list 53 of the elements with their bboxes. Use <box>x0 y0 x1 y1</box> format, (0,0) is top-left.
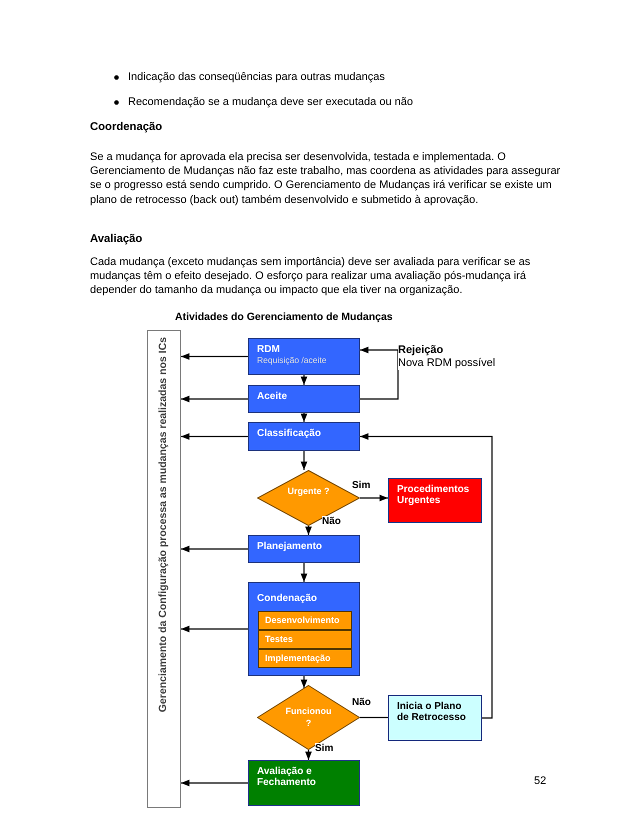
figure-title: Atividades do Gerenciamento de Mudanças <box>175 311 393 323</box>
process-box <box>388 695 482 741</box>
arrow <box>305 526 312 535</box>
box-label: Condenação <box>257 593 318 604</box>
paragraph: Se a mudança for aprovada ela precisa ser desenvolvida, testada e implementada. O Gerenciamento de Mudanças não faz este trabalho, mas coordena as atividades para assegurar se o progresso está sendo cumprido. O Gerenciamento de Mudanças irá verificar se existe um plano de retrocesso (back out) também desenvolvido e submetido à aprovação. <box>90 150 562 207</box>
arrow <box>181 780 248 786</box>
section-heading: Coordenação <box>90 121 162 133</box>
box-label: Testes <box>265 634 294 644</box>
box-label: RDM <box>257 344 281 355</box>
box-label: Avaliação e Fechamento <box>257 766 317 788</box>
page-number: 52 <box>534 774 546 788</box>
arrow <box>181 626 248 632</box>
box-label: Procedimentos Urgentes <box>397 484 470 506</box>
arrow <box>360 433 493 719</box>
box-label: Classificação <box>257 428 322 439</box>
box-label: Planejamento <box>257 541 324 552</box>
step-box <box>258 630 352 649</box>
arrow <box>305 750 312 760</box>
edge-label: Rejeição Nova RDM possível <box>398 344 496 370</box>
process-box <box>248 385 360 413</box>
box-sublabel: Requisição /aceite <box>257 355 328 365</box>
process-box <box>248 338 360 375</box>
paragraph: Cada mudança (exceto mudanças sem importância) deve ser avaliada para verificar se as mudanças têm o efeito desejado. O esforço para realizar uma avaliação pós-mudança irá depender do tamanho da mudança ou impacto que ela tiver na organização. <box>90 255 532 298</box>
process-box <box>248 582 360 676</box>
bullet-text: Recomendação se a mudança deve ser executada ou não <box>128 95 413 110</box>
process-box <box>248 535 360 563</box>
arrow <box>300 451 308 470</box>
bullet-text: Indicação das conseqüências para outras mudanças <box>128 70 385 84</box>
arrow <box>300 676 308 688</box>
box-label: Implementação <box>265 653 332 663</box>
arrow <box>360 346 399 400</box>
arrow <box>360 494 388 502</box>
side-panel <box>147 330 181 808</box>
box-label: Desenvolvimento <box>265 615 341 625</box>
decision-label: Funcionou ? <box>285 704 332 728</box>
arrow <box>181 433 248 440</box>
section-heading: Avaliação <box>90 233 142 245</box>
box-label: Aceite <box>257 391 288 402</box>
arrow <box>300 563 308 582</box>
arrow <box>181 353 248 360</box>
arrow <box>181 396 248 402</box>
step-box <box>258 649 352 668</box>
step-box <box>258 611 352 630</box>
process-box <box>248 422 360 451</box>
panel-label: Gerenciamento da Configuração processa as mudanças realizadas nos ICs <box>157 337 169 712</box>
decision-label: Urgente ? <box>286 485 330 497</box>
process-box <box>248 760 360 806</box>
box-label: Inicia o Plano de Retrocesso <box>397 701 467 723</box>
arrow <box>181 546 248 552</box>
process-box <box>388 478 482 523</box>
arrow <box>300 413 308 422</box>
arrow <box>300 375 308 385</box>
connector-line <box>360 716 388 718</box>
